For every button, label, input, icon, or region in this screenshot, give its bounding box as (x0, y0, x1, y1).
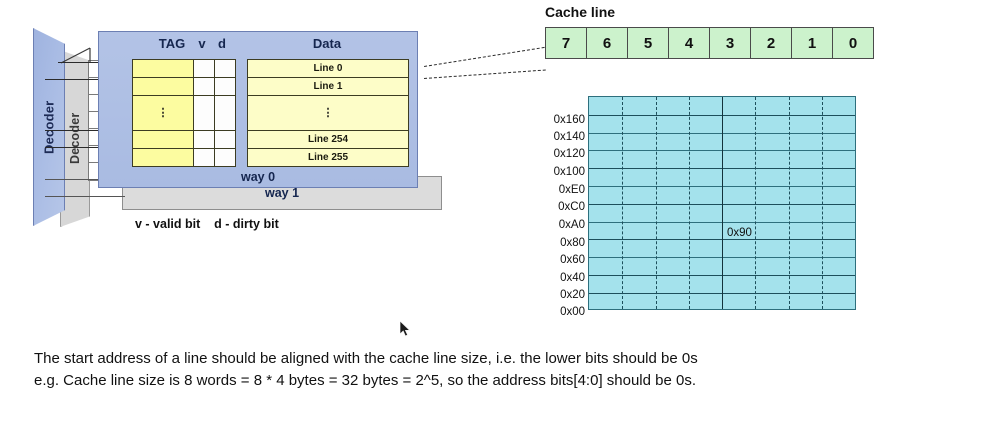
cache-line-title: Cache line (545, 4, 616, 20)
data-cell: Line 254 (247, 130, 409, 149)
caption-line-1: The start address of a line should be al… (34, 350, 698, 367)
column-header-dirty: d (218, 36, 226, 51)
valid-dirty-legend: v - valid bit d - dirty bit (135, 217, 279, 231)
table-row: Line 0 (247, 59, 409, 78)
tag-ellipsis: ⋮ (157, 106, 169, 119)
tag-cell (132, 59, 194, 78)
decoder-wire (58, 62, 128, 63)
column-header-valid: v (198, 36, 206, 51)
data-cell: Line 1 (247, 77, 409, 96)
decoder-back-label: Decoder (68, 112, 82, 165)
memory-grid-col-line (688, 97, 690, 309)
valid-cell (193, 77, 215, 96)
memory-address-label: 0x140 (553, 131, 585, 143)
table-row: ⋮ (132, 95, 236, 131)
memory-address-label: 0xE0 (558, 184, 585, 196)
mouse-cursor-icon (400, 321, 411, 337)
cache-line-cell: 6 (587, 28, 628, 58)
memory-address-label: 0x00 (560, 306, 585, 318)
memory-grid-col-line (655, 97, 657, 309)
cache-organisation-figure: way 1 Decoder Decoder (0, 0, 520, 250)
memory-address-label: 0x100 (553, 166, 585, 178)
cache-line-cell: 3 (710, 28, 751, 58)
dirty-cell (214, 95, 236, 131)
decoder-front-label: Decoder (41, 100, 57, 154)
decoder-wire (45, 147, 128, 148)
memory-address-label: 0x40 (560, 272, 585, 284)
memory-grid: 0x90 (588, 96, 856, 310)
memory-address-label: 0x120 (553, 148, 585, 160)
cache-line-cell: 5 (628, 28, 669, 58)
dirty-cell (214, 130, 236, 149)
memory-annotation-0x90: 0x90 (727, 227, 752, 239)
memory-address-labels: 0x160 0x140 0x120 0x100 0xE0 0xC0 0xA0 0… (540, 96, 585, 318)
table-row (132, 148, 236, 167)
table-row: Line 254 (247, 130, 409, 149)
cache-line-cell: 1 (792, 28, 833, 58)
data-cell: Line 255 (247, 148, 409, 167)
way1-label: way 1 (264, 186, 300, 200)
valid-cell (193, 130, 215, 149)
memory-grid-col-line (821, 97, 823, 309)
decoder-wire (45, 196, 125, 197)
table-row (132, 59, 236, 78)
tag-array-table: ⋮ (132, 59, 236, 167)
cache-line-cell: 2 (751, 28, 792, 58)
memory-address-label: 0x60 (560, 254, 585, 266)
memory-address-label: 0xA0 (558, 219, 585, 231)
memory-grid-col-line (755, 97, 757, 309)
dirty-cell (214, 77, 236, 96)
column-header-tag: TAG (158, 36, 186, 51)
tag-cell (132, 148, 194, 167)
decoder-wire (45, 130, 128, 131)
cache-line-strip: 7 6 5 4 3 2 1 0 (545, 27, 874, 59)
valid-cell (193, 59, 215, 78)
tag-cell-ellipsis: ⋮ (132, 95, 194, 131)
cache-line-cell: 7 (546, 28, 587, 58)
decoder-slash-icon (60, 47, 91, 64)
cache-line-cell: 0 (833, 28, 873, 58)
dirty-cell (214, 148, 236, 167)
data-ellipsis: ⋮ (322, 106, 334, 119)
memory-address-label: 0x80 (560, 237, 585, 249)
caption: The start address of a line should be al… (34, 348, 954, 392)
memory-grid-col-divider (722, 97, 723, 309)
caption-line-2: e.g. Cache line size is 8 words = 8 * 4 … (34, 372, 697, 389)
memory-map: 0x160 0x140 0x120 0x100 0xE0 0xC0 0xA0 0… (540, 96, 870, 318)
decoder-wire (45, 79, 128, 80)
table-row: Line 255 (247, 148, 409, 167)
column-header-data: Data (312, 36, 342, 51)
data-cell: Line 0 (247, 59, 409, 78)
table-row: Line 1 (247, 77, 409, 96)
way0-label: way 0 (240, 170, 276, 184)
data-cell-ellipsis: ⋮ (247, 95, 409, 131)
memory-address-label: 0x20 (560, 289, 585, 301)
dirty-cell (214, 59, 236, 78)
tag-cell (132, 77, 194, 96)
memory-grid-col-line (622, 97, 624, 309)
memory-grid-col-line (788, 97, 790, 309)
memory-address-label: 0x160 (553, 114, 585, 126)
memory-address-label: 0xC0 (558, 201, 585, 213)
table-row (132, 130, 236, 149)
valid-cell (193, 148, 215, 167)
valid-cell (193, 95, 215, 131)
way0-box: TAG v d Data ⋮ (98, 31, 418, 188)
table-row: ⋮ (247, 95, 409, 131)
table-row (132, 77, 236, 96)
data-array-table: Line 0 Line 1 ⋮ Line 254 Line 255 (247, 59, 409, 167)
tag-cell (132, 130, 194, 149)
cache-line-cell: 4 (669, 28, 710, 58)
decoder-wire (45, 179, 125, 180)
